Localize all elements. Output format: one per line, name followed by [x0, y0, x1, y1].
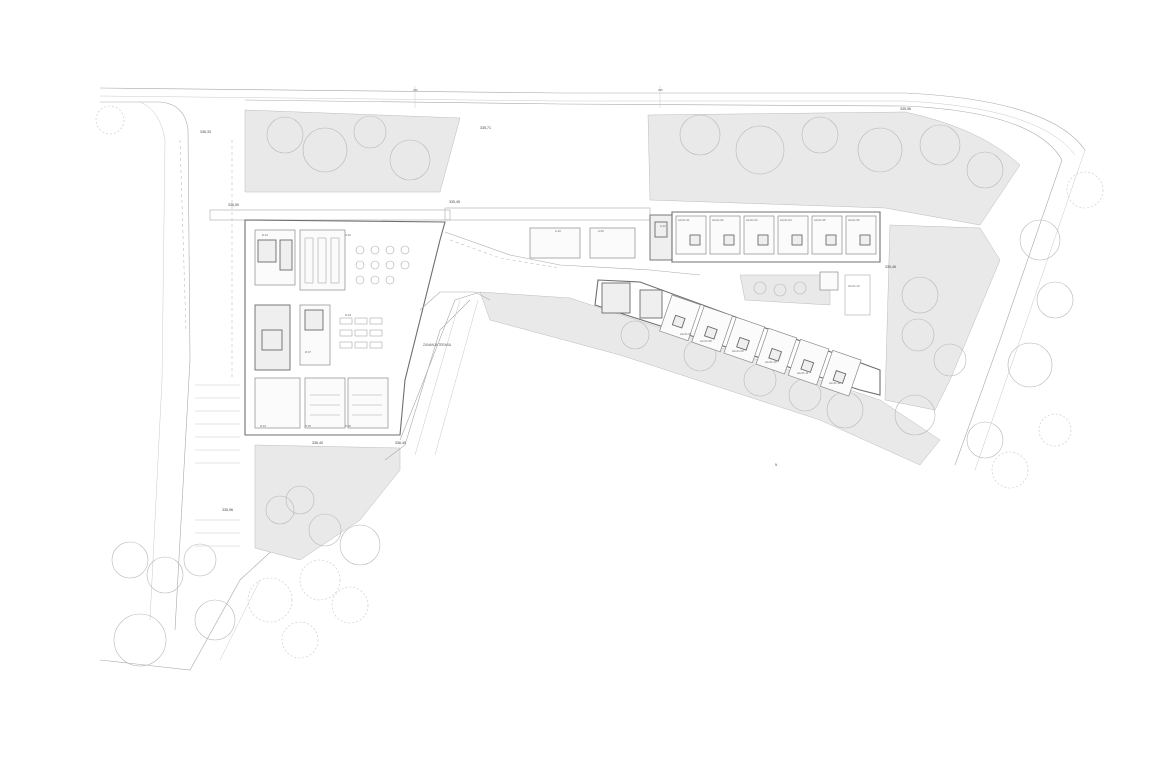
- elevation-label: 335,71: [480, 126, 491, 130]
- room-label: AA.01.08: [700, 339, 712, 343]
- terrace-label: ZUNANJA TERASA: [423, 343, 452, 347]
- room-label: AA.01.06: [848, 218, 860, 222]
- elevation-label: 335,96: [900, 107, 911, 111]
- room-label: AA.01.04: [780, 218, 792, 222]
- room-label: AA.01.10: [765, 360, 777, 364]
- room-label: AA.01.11: [797, 371, 809, 375]
- dimension-label: 336: [413, 88, 418, 92]
- elevation-labels: 336,33 336,50 335,71 335,45 335,96 335,4…: [200, 88, 911, 512]
- room-label: D.06: [345, 424, 351, 428]
- room-label: AA.01.03: [746, 218, 758, 222]
- west-building-block: [209, 209, 451, 436]
- elevation-label: 335,46: [885, 265, 896, 269]
- room-label: D.03: [345, 313, 351, 317]
- dorm-wing-north: [671, 211, 881, 263]
- elevation-label: 336,50: [228, 203, 239, 207]
- elevation-label: 336,40: [395, 441, 406, 445]
- central-terrace: [384, 231, 701, 461]
- room-label: AA.01.01: [678, 218, 690, 222]
- room-label: AA.01.12: [829, 381, 841, 385]
- room-label: D.02: [345, 233, 351, 237]
- room-label: A.12: [660, 224, 666, 228]
- room-label: A.06: [598, 229, 604, 233]
- room-label: AA.01.07: [680, 332, 692, 336]
- trees: [95, 105, 1104, 667]
- elevation-label: 336,33: [200, 130, 211, 134]
- elevation-label: 336,40: [312, 441, 323, 445]
- room-label: D.07: [305, 350, 311, 354]
- parking-area: [195, 384, 240, 547]
- room-label: AA.01.13: [848, 284, 860, 288]
- dimension-label: 335: [658, 88, 663, 92]
- elevation-label: 335,96: [222, 508, 233, 512]
- north-marker: N: [775, 463, 778, 467]
- room-label: AA.01.02: [712, 218, 724, 222]
- dorm-wing-south: [594, 271, 881, 397]
- north-wing: [444, 207, 673, 261]
- room-label: AA.01.05: [814, 218, 826, 222]
- room-label: AA.01.09: [732, 349, 744, 353]
- elevation-label: 335,45: [449, 200, 460, 204]
- room-label: D.01: [262, 233, 268, 237]
- vegetation-zones: [244, 109, 1021, 561]
- room-label: D.04: [260, 424, 266, 428]
- room-label: A.10: [555, 229, 561, 233]
- room-labels: D.01 D.02 D.03 D.04 D.05 D.06 D.07 A.10 …: [260, 218, 860, 428]
- dining-tables: [304, 237, 410, 285]
- room-label: D.05: [305, 424, 311, 428]
- classroom-seats: [339, 317, 383, 349]
